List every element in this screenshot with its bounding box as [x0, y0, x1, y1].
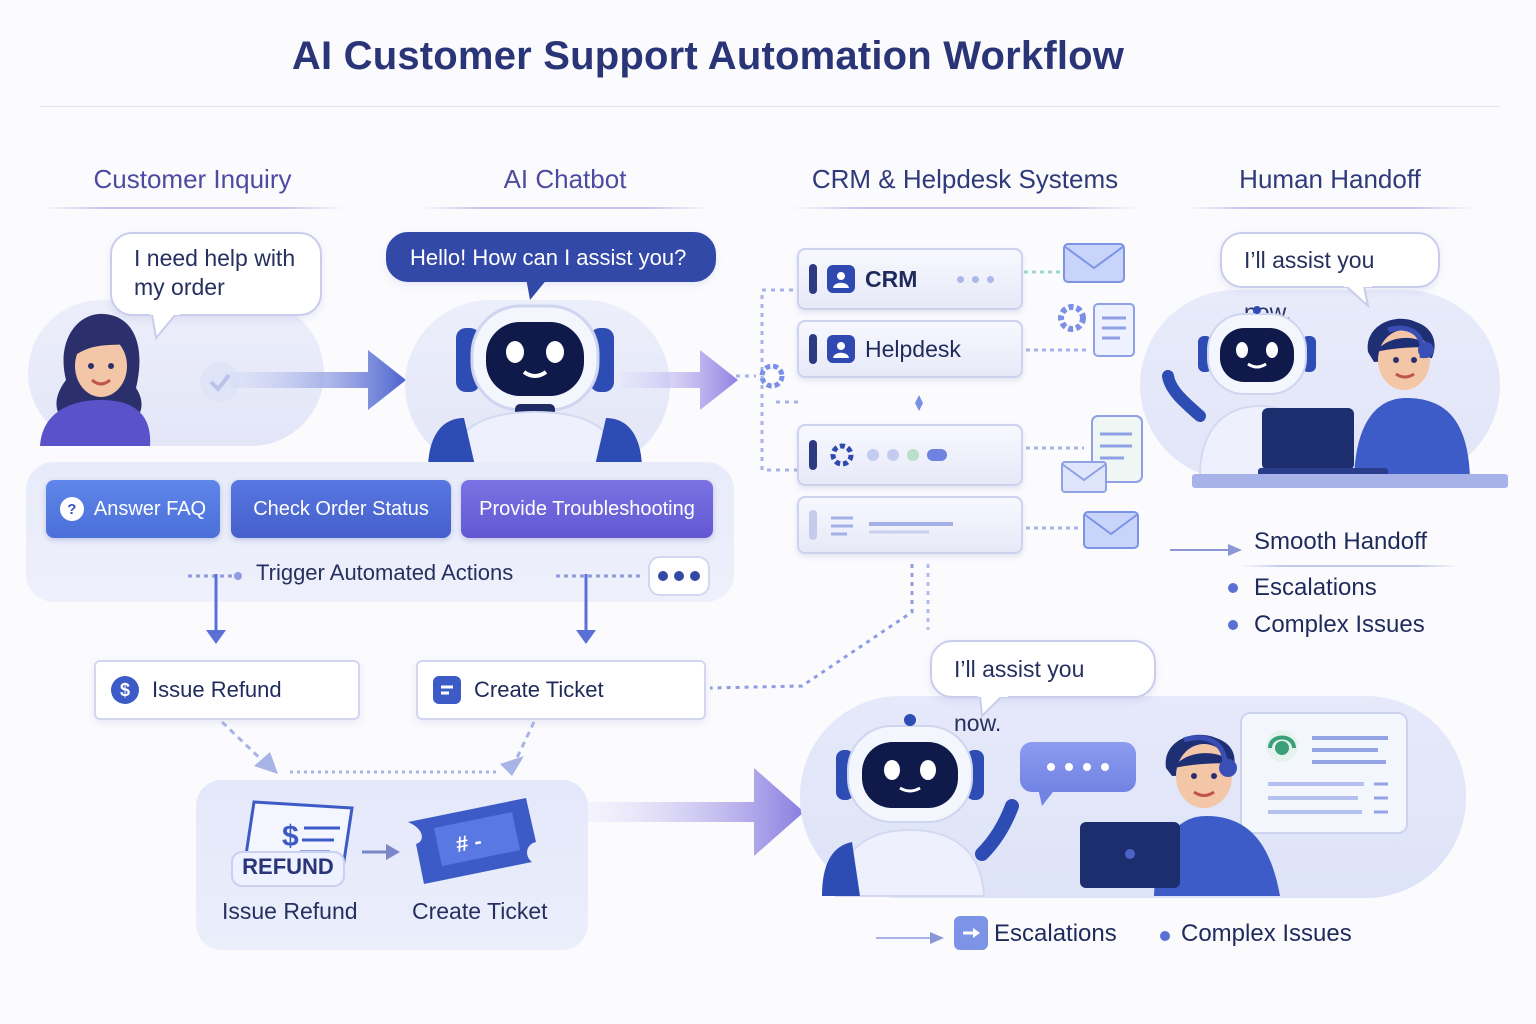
dashboard-content	[1266, 730, 1388, 814]
arrow-right-icon	[362, 844, 400, 860]
footer-complex-issues-label: Complex Issues	[1181, 920, 1352, 947]
email-icon	[1063, 243, 1125, 283]
ticket-icon	[433, 676, 461, 704]
bubble-tail	[1038, 788, 1056, 806]
gear-icon	[759, 363, 785, 389]
robot-icon	[428, 304, 642, 471]
robot-icon	[822, 714, 1019, 897]
customer-avatar	[40, 313, 151, 446]
automation-system-card[interactable]	[797, 424, 1023, 486]
provide-troubleshooting-button[interactable]: Provide Troubleshooting	[461, 480, 713, 538]
column-human-handoff: Human Handoff	[1239, 164, 1421, 194]
bubble-tail	[978, 694, 1008, 719]
email-icon	[1083, 511, 1139, 549]
gear-icon	[1058, 304, 1086, 332]
column-divider	[1185, 207, 1475, 209]
sparkle-icon	[915, 395, 923, 411]
escalations-label: Escalations	[1254, 574, 1377, 601]
svg-text:$: $	[120, 680, 130, 700]
issue-refund-card[interactable]: $ Issue Refund	[94, 660, 360, 720]
document-icon	[1093, 303, 1135, 357]
flow-arrow-icon	[622, 350, 738, 410]
handoff-divider	[1240, 565, 1460, 567]
down-arrow-icon	[576, 574, 596, 644]
column-divider	[40, 207, 345, 209]
column-customer-inquiry: Customer Inquiry	[93, 164, 292, 194]
footer-escalations-label: Escalations	[994, 920, 1117, 947]
page-title: AI Customer Support Automation Workflow	[291, 34, 1125, 78]
records-system-card[interactable]	[797, 496, 1023, 554]
helpdesk-system-card[interactable]: Helpdesk	[797, 320, 1023, 378]
agent-speech-bubble: I’ll assist you now.	[1220, 232, 1440, 325]
merge-connector	[220, 720, 536, 776]
agent-dashboard	[1240, 712, 1408, 834]
answer-faq-button[interactable]: ? Answer FAQ	[46, 480, 220, 538]
customer-message: I need help with my order	[134, 245, 296, 300]
column-ai-chatbot: AI Chatbot	[503, 164, 627, 194]
result-ticket-label: Create Ticket	[412, 898, 548, 924]
bubble-tail	[1343, 284, 1372, 309]
user-icon	[827, 265, 855, 293]
dashed-connector	[1024, 270, 1060, 274]
refund-stamp: REFUND	[242, 854, 334, 879]
dashed-connector	[1026, 348, 1090, 352]
desk	[1192, 474, 1508, 488]
helpdesk-label: Helpdesk	[865, 335, 961, 362]
trigger-automated-actions-label: Trigger Automated Actions	[256, 560, 514, 585]
column-divider	[790, 207, 1140, 209]
ticket-illustration-icon	[408, 798, 536, 884]
create-ticket-label: Create Ticket	[474, 677, 604, 702]
typing-indicator	[1020, 742, 1136, 792]
dashed-connector	[1026, 526, 1080, 530]
bot-message: Hello! How can I assist you?	[410, 245, 687, 270]
bullet-icon	[1228, 583, 1238, 593]
arrow-right-icon	[1170, 544, 1242, 556]
dashed-connector	[1026, 446, 1084, 450]
bot-speech-bubble: Hello! How can I assist you?	[386, 232, 716, 282]
dashed-connector	[556, 574, 642, 578]
down-arrow-icon	[206, 574, 226, 644]
answer-faq-label: Answer FAQ	[93, 497, 207, 520]
bubble-tail	[150, 312, 180, 341]
column-divider	[420, 207, 710, 209]
svg-text:$: $	[282, 820, 299, 853]
escalation-icon	[954, 916, 988, 950]
agent-speech-bubble: I’ll assist you now.	[930, 640, 1156, 736]
support-agent-avatar	[1258, 318, 1470, 478]
email-icon	[1061, 461, 1107, 493]
customer-speech-bubble: I need help with my order	[110, 232, 322, 316]
issue-refund-label: Issue Refund	[152, 677, 282, 702]
smooth-handoff-label: Smooth Handoff	[1254, 528, 1428, 555]
dashed-connector	[709, 564, 930, 690]
check-order-label: Check Order Status	[253, 497, 429, 520]
result-refund-label: Issue Refund	[222, 898, 358, 924]
support-agent-avatar	[1080, 734, 1280, 896]
check-order-status-button[interactable]: Check Order Status	[231, 480, 451, 538]
list-icon	[831, 516, 953, 536]
dashed-connector	[188, 572, 242, 580]
ticket-mark: # -	[453, 827, 484, 858]
bullet-icon	[1160, 931, 1170, 941]
bubble-tail	[526, 278, 548, 300]
arrow-right-icon	[876, 932, 944, 944]
create-ticket-card[interactable]: Create Ticket	[416, 660, 706, 720]
bullet-icon	[1228, 620, 1238, 630]
dollar-icon: $	[111, 676, 139, 704]
question-icon: ?	[59, 497, 84, 521]
crm-system-card[interactable]: CRM	[797, 248, 1023, 310]
flow-arrow-icon	[588, 768, 804, 856]
more-options-button[interactable]	[648, 556, 710, 596]
title-divider	[40, 106, 1500, 107]
complex-issues-label: Complex Issues	[1254, 611, 1425, 638]
agent-message-bottom: I’ll assist you now.	[954, 656, 1085, 736]
crm-label: CRM	[865, 265, 918, 292]
column-crm-helpdesk: CRM & Helpdesk Systems	[811, 164, 1119, 194]
flow-arrow-icon	[230, 350, 406, 410]
refund-receipt-icon: $	[231, 800, 354, 887]
gear-icon	[830, 443, 854, 467]
user-icon	[827, 335, 855, 363]
troubleshoot-label: Provide Troubleshooting	[479, 497, 695, 520]
